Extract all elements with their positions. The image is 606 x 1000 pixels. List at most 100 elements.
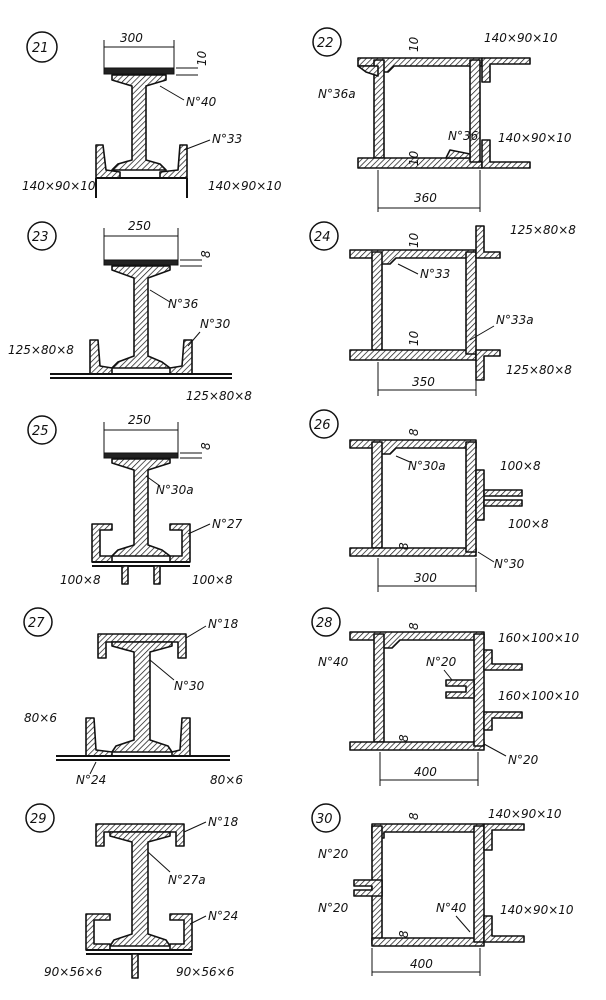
right-channel bbox=[473, 633, 485, 747]
figure-21: 21 300 10 N°40 N°33 140×90×10 140×90×10 bbox=[22, 31, 282, 198]
bottom-channel bbox=[371, 937, 485, 947]
figure-23: 23 250 8 N°36 N°30 125×80×8 125×80×8 bbox=[8, 219, 252, 403]
profile-label: N°30 bbox=[174, 679, 205, 693]
bottom-angle bbox=[475, 349, 501, 381]
bottom-channel bbox=[349, 741, 485, 751]
figure-number: 25 bbox=[32, 424, 49, 439]
figure-number: 23 bbox=[32, 230, 49, 245]
lower-strip bbox=[483, 499, 523, 507]
center-plate bbox=[131, 953, 139, 979]
profile-label: N°27 bbox=[212, 517, 243, 531]
profile-label: N°30a bbox=[408, 459, 446, 473]
plate-label: 100×8 bbox=[60, 573, 101, 587]
plate-thickness-dimension: 8 bbox=[199, 442, 213, 450]
figure-number: 22 bbox=[317, 36, 334, 51]
plate-label: 100×8 bbox=[192, 573, 233, 587]
figure-number: 29 bbox=[30, 812, 47, 827]
bottom-channel bbox=[349, 349, 477, 361]
angle-label: 160×100×10 bbox=[498, 689, 580, 703]
right-channel bbox=[465, 441, 477, 553]
width-dimension: 250 bbox=[128, 413, 151, 427]
profile-label: N°33 bbox=[420, 267, 450, 281]
angle-label: 90×56×6 bbox=[44, 965, 103, 979]
inner-channel bbox=[445, 679, 475, 699]
left-channel-web bbox=[373, 633, 385, 743]
top-angle bbox=[483, 823, 525, 851]
figure-number: 30 bbox=[316, 812, 333, 827]
profile-label: N°20 bbox=[318, 847, 349, 861]
width-dimension: 250 bbox=[128, 219, 151, 233]
figure-number: 28 bbox=[316, 616, 333, 631]
figure-number: 21 bbox=[32, 41, 49, 56]
right-channel bbox=[465, 251, 477, 355]
plate-thickness-dimension: 8 bbox=[407, 812, 421, 820]
bottom-angle bbox=[481, 139, 531, 169]
figure-26: 26 300 8 8 N°30a N°30 100×8 100×8 bbox=[309, 409, 549, 592]
plate-thickness-dimension: 10 bbox=[195, 50, 209, 66]
right-channel bbox=[473, 825, 485, 943]
plate-thickness-dimension: 10 bbox=[407, 150, 421, 166]
right-channel bbox=[169, 523, 191, 563]
profile-label: N°36a bbox=[318, 87, 356, 101]
figure-29: 29 N°18 N°27a N°24 90×56×6 90×56×6 bbox=[25, 803, 239, 979]
left-channel bbox=[85, 913, 111, 951]
plate-thickness-dimension: 8 bbox=[397, 542, 411, 550]
angle-label: 125×80×8 bbox=[8, 343, 74, 357]
upper-i-beam bbox=[111, 74, 167, 171]
plate-thickness-dimension: 8 bbox=[407, 622, 421, 630]
figure-number-circle bbox=[312, 27, 342, 57]
plate-thickness-dimension: 8 bbox=[397, 734, 411, 742]
width-dimension: 400 bbox=[414, 765, 437, 779]
right-flange-bottom bbox=[445, 149, 471, 159]
left-channel bbox=[91, 523, 113, 563]
left-inner-channel bbox=[353, 879, 383, 897]
angle-label: 140×90×10 bbox=[22, 179, 96, 193]
top-channel bbox=[97, 633, 187, 659]
angle-label: 125×80×8 bbox=[506, 363, 572, 377]
angle-label: 80×6 bbox=[210, 773, 243, 787]
angle-label: 80×6 bbox=[24, 711, 57, 725]
upper-strip bbox=[483, 489, 523, 497]
right-angle bbox=[171, 717, 191, 757]
side-plate bbox=[475, 469, 485, 521]
figure-number-circle bbox=[25, 803, 55, 833]
angle-label: 90×56×6 bbox=[176, 965, 235, 979]
figure-number-circle bbox=[23, 607, 53, 637]
top-angle bbox=[481, 57, 531, 83]
figure-number: 26 bbox=[314, 418, 331, 433]
right-angle bbox=[159, 144, 188, 179]
right-channel bbox=[469, 59, 481, 163]
lower-angle bbox=[483, 711, 523, 731]
profile-label: N°18 bbox=[208, 815, 239, 829]
angle-label: 140×90×10 bbox=[484, 31, 558, 45]
right-channel bbox=[169, 913, 193, 951]
figure-30: 30 400 8 8 N°20 N°20 N°40 140×90×10 140×… bbox=[311, 803, 574, 976]
profile-label: N°20 bbox=[318, 901, 349, 915]
width-dimension: 300 bbox=[120, 31, 143, 45]
width-dimension: 400 bbox=[410, 957, 433, 971]
left-channel-web bbox=[371, 251, 383, 351]
profile-label: N°30 bbox=[494, 557, 525, 571]
figure-28: 28 400 8 8 N°40 N°20 N°20 160×100×10 160… bbox=[311, 607, 580, 786]
plate-thickness-dimension: 10 bbox=[407, 36, 421, 52]
profile-label: N°36 bbox=[448, 129, 479, 143]
figure-24: 24 350 10 10 N°33 N°33a 125×80×8 125×80×… bbox=[309, 221, 576, 396]
angle-label: 140×90×10 bbox=[498, 131, 572, 145]
figure-number-circle bbox=[27, 415, 57, 445]
plate-thickness-dimension: 8 bbox=[407, 428, 421, 436]
left-angle bbox=[85, 717, 113, 757]
figure-number-circle bbox=[311, 803, 341, 833]
profile-label: N°30 bbox=[200, 317, 231, 331]
profile-label: N°36 bbox=[168, 297, 199, 311]
plate-label: 100×8 bbox=[508, 517, 549, 531]
figure-number-circle bbox=[26, 31, 58, 63]
width-dimension: 360 bbox=[414, 191, 437, 205]
top-channel bbox=[349, 631, 485, 649]
figure-number: 24 bbox=[314, 230, 331, 245]
figure-22: 22 360 10 10 N°36a N°36 140×90×10 140×90… bbox=[312, 27, 572, 212]
width-dimension: 300 bbox=[414, 571, 437, 585]
width-dimension: 350 bbox=[412, 375, 435, 389]
top-channel bbox=[95, 823, 185, 847]
figure-number-circle bbox=[311, 607, 341, 637]
